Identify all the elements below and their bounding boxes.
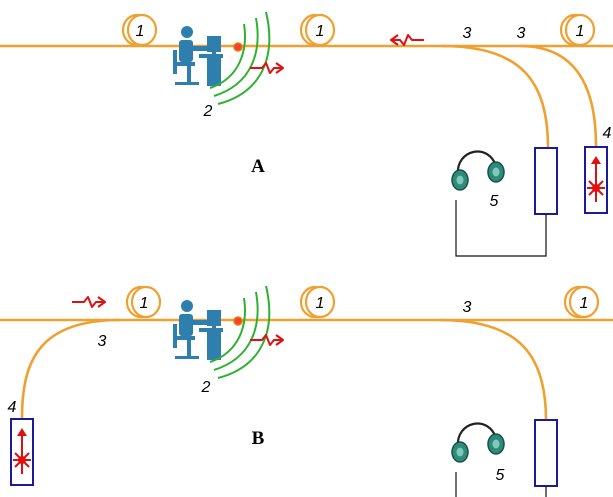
- coil-label: 1: [576, 23, 585, 40]
- sound-wave: [213, 17, 259, 97]
- coil-label: 1: [580, 295, 589, 312]
- person-at-desk-icon: [173, 300, 223, 360]
- source-label: 4: [8, 399, 17, 416]
- eavesdropper-label: 2: [203, 103, 213, 120]
- coil-label: 1: [316, 23, 325, 40]
- signal-arrow-icon: [71, 296, 106, 308]
- sound-wave: [217, 11, 271, 105]
- eavesdropper-label: 2: [201, 379, 211, 396]
- signal-arrow-icon: [249, 62, 284, 74]
- headphone-wire: [455, 200, 547, 257]
- fiber-tap-detector: [439, 318, 548, 421]
- signal-arrow-icon: [390, 34, 425, 46]
- laser-source-icon: [10, 418, 34, 486]
- panel-b: 1 1 1 2 3 3 B 4 5: [0, 285, 613, 497]
- panel-label: A: [251, 156, 265, 177]
- tap-point-icon: [233, 316, 243, 326]
- headphones-icon: [450, 422, 506, 464]
- headphones-icon: [450, 150, 506, 192]
- sound-wave: [209, 297, 246, 363]
- fiber-tap-source: [519, 44, 598, 147]
- fiber-tap-source: [20, 318, 121, 419]
- photodetector-box: [534, 419, 558, 487]
- coil-label: 1: [316, 295, 325, 312]
- laser-source-icon: [584, 146, 608, 214]
- coupler-label: 3: [98, 333, 107, 350]
- panel-label: B: [252, 428, 265, 449]
- receiver-label: 5: [490, 193, 499, 210]
- fiber-tap-detector: [441, 44, 550, 149]
- coupler-label: 3: [517, 25, 526, 42]
- receiver-label: 5: [496, 467, 505, 484]
- coupler-label: 3: [463, 299, 472, 316]
- coupler-label: 3: [463, 25, 472, 42]
- sound-wave: [217, 285, 271, 379]
- source-label: 4: [603, 125, 612, 142]
- panel-a: 1 1 1 2 3 3 A 5 4: [0, 11, 613, 257]
- sound-wave: [209, 23, 246, 89]
- photodetector-box: [534, 147, 558, 215]
- coil-label: 1: [140, 295, 149, 312]
- coil-label: 1: [136, 23, 145, 40]
- person-at-desk-icon: [173, 26, 223, 86]
- signal-arrow-icon: [249, 334, 284, 346]
- tap-point-icon: [233, 42, 243, 52]
